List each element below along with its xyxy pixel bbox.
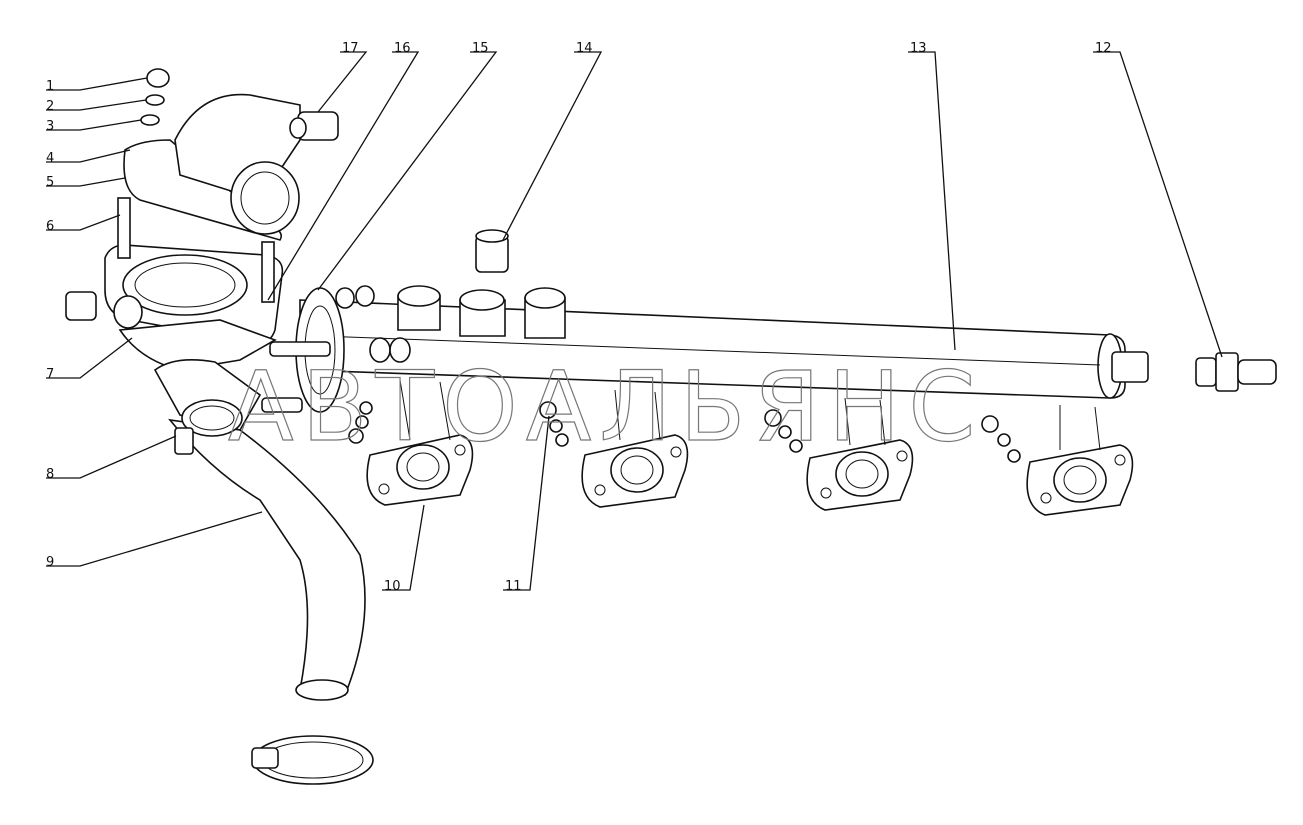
outlet-flanges [366, 379, 1134, 516]
callout-label-15: 15 [472, 41, 489, 56]
callout-label-5: 5 [46, 175, 54, 190]
coolant-hose [153, 359, 366, 701]
callout-label-11: 11 [505, 579, 522, 594]
nut-washer-stack [140, 68, 170, 126]
callout-label-8: 8 [46, 467, 54, 482]
callout-label-3: 3 [46, 119, 54, 134]
callout-label-13: 13 [910, 41, 927, 56]
tube-bosses [397, 229, 566, 339]
lower-housing [65, 197, 284, 371]
callout-label-9: 9 [46, 555, 54, 570]
callout-label-10: 10 [384, 579, 401, 594]
leader-lines [46, 51, 1223, 591]
hose-clamp [251, 735, 374, 785]
fitting-12 [1195, 352, 1277, 392]
callout-label-14: 14 [576, 41, 593, 56]
studs-and-nuts [348, 401, 1021, 463]
watermark: АВТОАЛЬЯНС [228, 351, 983, 463]
callout-labels: 1 2 3 4 5 6 7 8 9 10 11 12 13 14 15 16 1… [46, 41, 1112, 594]
callout-label-4: 4 [46, 151, 54, 166]
manifold-tube [299, 299, 1149, 399]
flange-gasket [261, 285, 411, 413]
callout-label-16: 16 [394, 41, 411, 56]
callout-label-17: 17 [342, 41, 359, 56]
thermostat-housing [123, 93, 339, 241]
callout-label-2: 2 [46, 99, 54, 114]
callout-label-6: 6 [46, 219, 54, 234]
callout-label-7: 7 [46, 367, 54, 382]
callout-label-12: 12 [1095, 41, 1112, 56]
callout-label-1: 1 [46, 79, 54, 94]
